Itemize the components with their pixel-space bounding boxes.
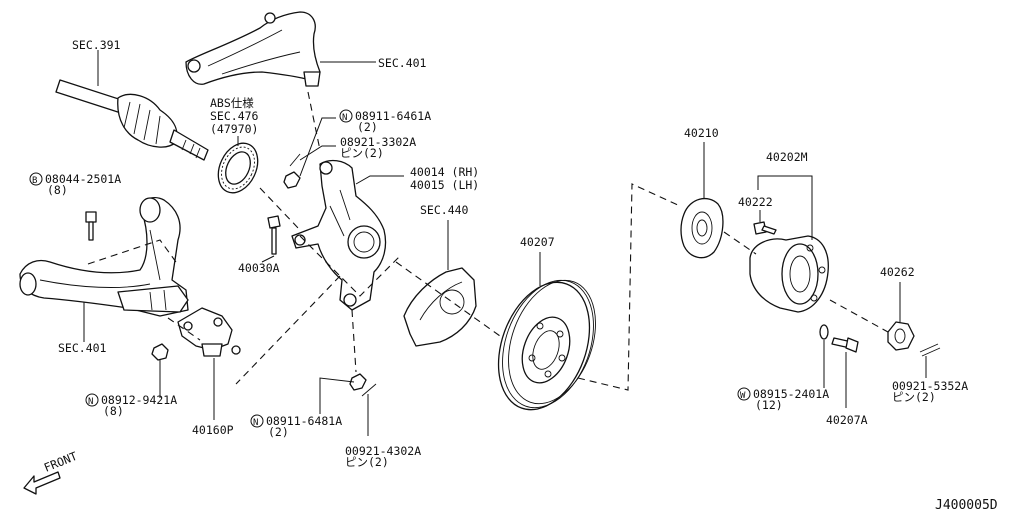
brake-rotor — [497, 279, 596, 411]
label-sec401-low: SEC.401 — [58, 341, 107, 355]
leader-08911-6481 — [319, 377, 355, 414]
label-40015: 40015 (LH) — [410, 178, 479, 192]
washer — [819, 324, 829, 340]
dust-shield — [403, 267, 477, 347]
diagram-code: J400005D — [935, 498, 998, 512]
symbol-w: W — [737, 387, 751, 401]
leader-08911-6461 — [299, 117, 336, 177]
nut-lower — [349, 373, 367, 391]
nut-08912 — [151, 343, 169, 361]
label-sec391: SEC.391 — [72, 38, 121, 52]
label-08921-3302: 08921-3302A — [340, 135, 416, 149]
hub-bolt — [753, 221, 777, 235]
wheel-hub — [749, 235, 829, 313]
label-40222: 40222 — [738, 195, 773, 209]
label-40210: 40210 — [684, 126, 719, 140]
label-08912: 08912-9421A — [101, 393, 177, 407]
svg-text:N: N — [342, 113, 347, 123]
bolt-40030a — [267, 215, 281, 255]
leader-40030a — [261, 255, 275, 263]
leader-40014 — [355, 175, 404, 185]
label-08911-6461-qty: (2) — [357, 120, 378, 134]
leader-40202m — [757, 175, 813, 240]
label-08915-qty: (12) — [755, 398, 783, 412]
assembly-lines — [87, 91, 889, 391]
pin-lower — [361, 383, 377, 397]
label-40202m: 40202M — [766, 150, 808, 164]
label-00921-5352-qty: ピン(2) — [892, 390, 936, 404]
label-08912-qty: (8) — [103, 404, 124, 418]
symbol-n-2: N — [85, 393, 99, 407]
label-08911-6481: 08911-6481A — [266, 414, 342, 428]
label-front: FRONT — [42, 449, 79, 475]
svg-text:N: N — [253, 418, 258, 428]
label-08044-qty: (8) — [47, 183, 68, 197]
label-08911-6461: 08911-6461A — [355, 109, 431, 123]
label-abs-1: ABS仕様 — [210, 96, 254, 110]
pin-hub — [919, 343, 941, 357]
hub-bearing — [680, 197, 724, 259]
label-00921-4302-qty: ピン(2) — [345, 455, 389, 469]
symbol-n-3: N — [250, 414, 264, 428]
svg-text:W: W — [740, 391, 746, 401]
label-sec440: SEC.440 — [420, 203, 469, 217]
label-40160p: 40160P — [192, 423, 234, 437]
label-40262: 40262 — [880, 265, 915, 279]
front-arrow-icon — [23, 471, 61, 495]
steering-knuckle — [291, 159, 387, 311]
leader-08921-3302 — [299, 145, 336, 161]
label-abs-3: (47970) — [210, 122, 258, 136]
drive-shaft — [55, 79, 209, 161]
lower-link — [19, 197, 189, 317]
nut-upper — [283, 171, 301, 189]
bolt-08044 — [85, 211, 97, 241]
ball-joint — [177, 307, 241, 357]
label-00921-5352: 00921-5352A — [892, 379, 968, 393]
symbol-b: B — [29, 172, 43, 186]
label-08044: 08044-2501A — [45, 172, 121, 186]
svg-text:B: B — [32, 176, 37, 186]
label-08921-3302-qty: ピン(2) — [340, 146, 384, 160]
label-40207: 40207 — [520, 235, 555, 249]
label-08911-6481-qty: (2) — [268, 425, 289, 439]
label-00921-4302: 00921-4302A — [345, 444, 421, 458]
label-40207a: 40207A — [826, 413, 868, 427]
symbol-n-1: N — [339, 109, 353, 123]
label-40014: 40014 (RH) — [410, 165, 479, 179]
rotor-bolt — [831, 337, 859, 353]
label-08915: 08915-2401A — [753, 387, 829, 401]
label-40030a: 40030A — [238, 261, 280, 275]
svg-text:N: N — [88, 397, 93, 407]
lock-nut — [887, 321, 915, 351]
upper-link — [185, 11, 321, 87]
pin-upper — [289, 153, 301, 167]
label-abs-2: SEC.476 — [210, 109, 259, 123]
abs-sensor-ring — [217, 142, 259, 194]
label-sec401-top: SEC.401 — [378, 56, 427, 70]
